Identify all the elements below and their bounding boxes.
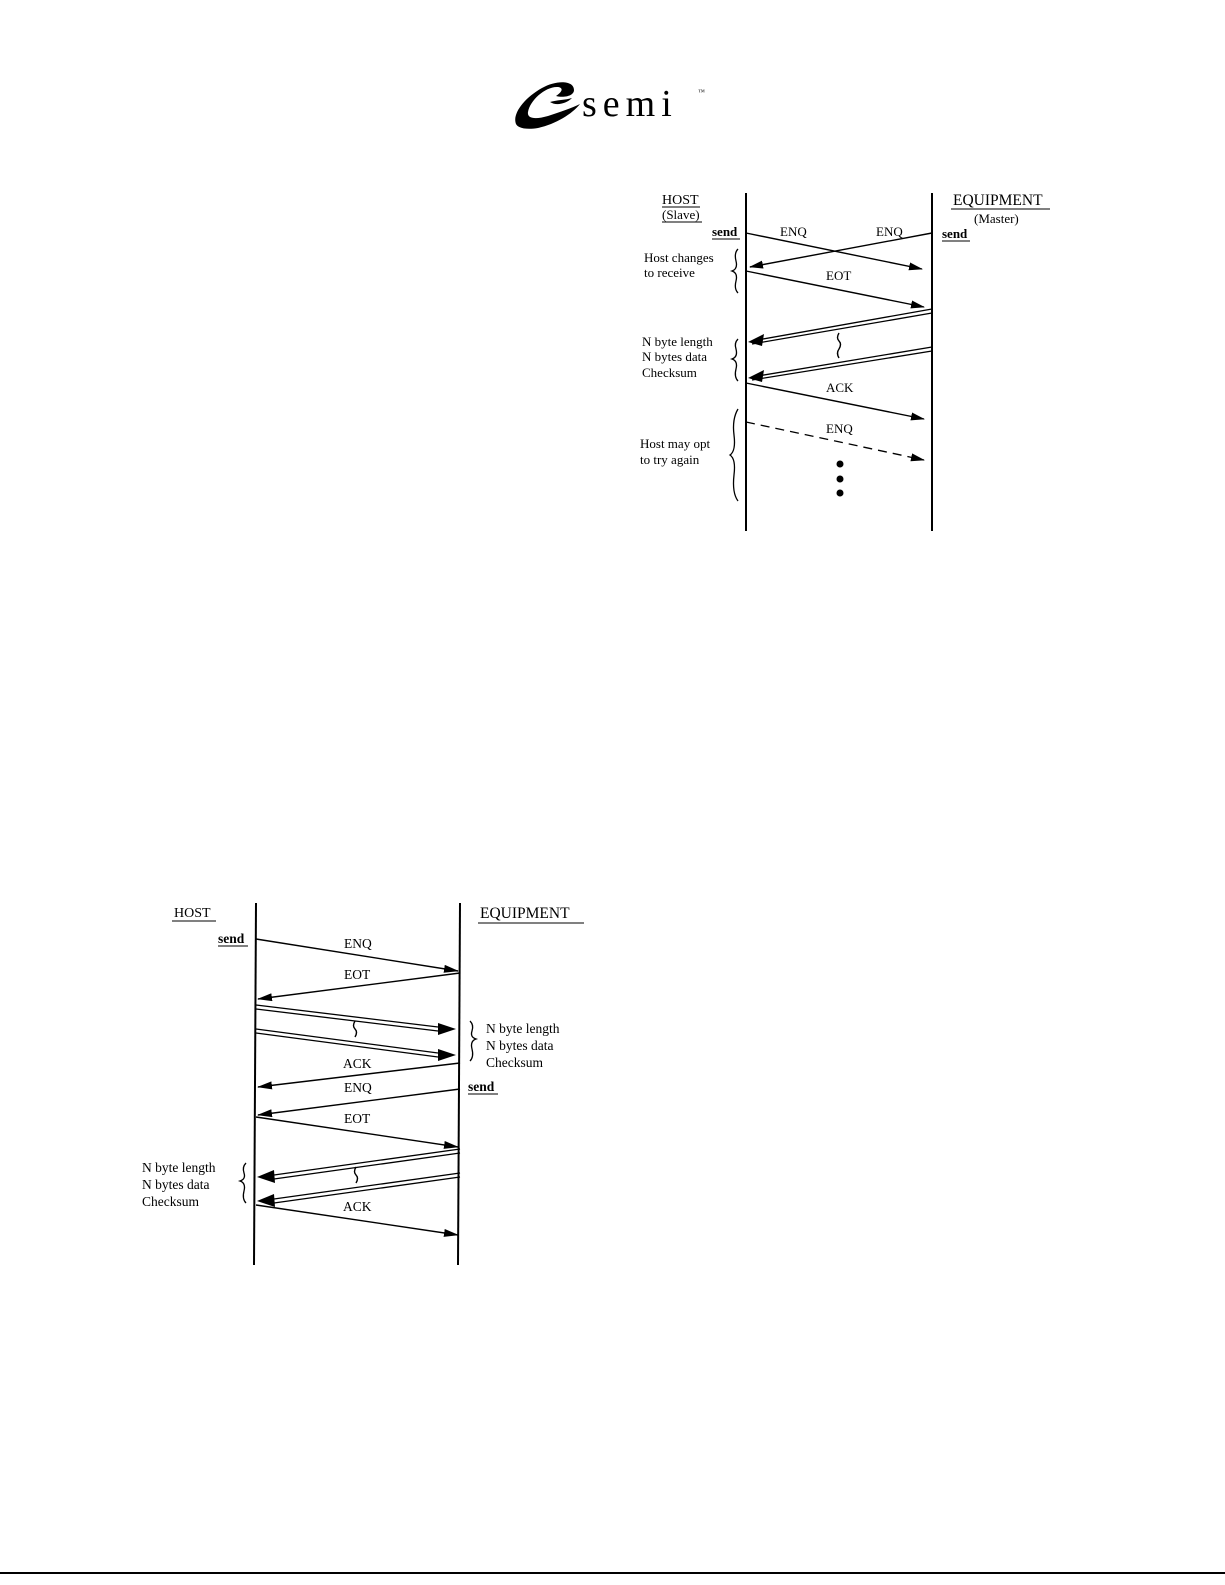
equipment-label: EQUIPMENT (480, 905, 570, 922)
block-continuation-squiggle-1 (354, 1021, 357, 1037)
note-retry-line2: to try again (640, 452, 700, 467)
ack-label: ACK (826, 380, 854, 395)
host-send-label: send (712, 224, 738, 239)
enq-label-2: ENQ (344, 1080, 372, 1095)
semi-logo-text: semi (582, 83, 678, 125)
host-label: HOST (174, 906, 211, 921)
enq-label-1: ENQ (780, 224, 807, 239)
brace-block-right (470, 1021, 476, 1061)
note-block-line1: N byte length (642, 334, 713, 349)
host-send-label: send (218, 931, 245, 946)
enq-arrow-equipment-to-host (750, 233, 932, 267)
note-block-line2: N bytes data (642, 349, 707, 364)
equipment-send-label: send (942, 226, 968, 241)
note-block-right-line2: N bytes data (486, 1038, 553, 1053)
enq-label-2: ENQ (876, 224, 903, 239)
trademark-mark: ™ (698, 88, 705, 96)
eot-label-1: EOT (344, 967, 371, 982)
brace-retry (730, 409, 738, 501)
note-host-changes-line2: to receive (644, 265, 695, 280)
eot-label: EOT (826, 268, 851, 283)
note-block-right-line3: Checksum (486, 1055, 543, 1070)
continuation-dots (837, 461, 844, 497)
eot-label-2: EOT (344, 1111, 371, 1126)
footer-rule (0, 1572, 1225, 1574)
host-lifeline (254, 903, 256, 1265)
block-continuation-squiggle (838, 333, 841, 358)
ack-label-1: ACK (343, 1056, 372, 1071)
equipment-label: EQUIPMENT (953, 192, 1043, 209)
enq-label-1: ENQ (344, 936, 372, 951)
brace-block (732, 339, 738, 381)
note-block-left-line3: Checksum (142, 1194, 199, 1209)
ack-label-2: ACK (343, 1199, 372, 1214)
note-block-line3: Checksum (642, 365, 697, 380)
note-block-right-line1: N byte length (486, 1021, 560, 1036)
note-block-left-line1: N byte length (142, 1160, 216, 1175)
equipment-send-label: send (468, 1079, 495, 1094)
semi-logo: semi ™ (512, 74, 712, 130)
brace-block-left (240, 1163, 246, 1203)
note-host-changes-line1: Host changes (644, 250, 714, 265)
block-exchange-sequence-diagram: HOST EQUIPMENT send ENQ EOT N byte lengt… (138, 897, 588, 1269)
equipment-role-label: (Master) (974, 211, 1019, 226)
retry-enq-label: ENQ (826, 421, 853, 436)
contention-sequence-diagram: HOST (Slave) EQUIPMENT (Master) send sen… (640, 185, 1060, 535)
note-retry-line1: Host may opt (640, 436, 710, 451)
brace-host-changes (732, 249, 738, 293)
host-role-label: (Slave) (662, 207, 700, 222)
note-block-left-line2: N bytes data (142, 1177, 209, 1192)
block-continuation-squiggle-2 (355, 1167, 358, 1183)
host-label: HOST (662, 193, 699, 208)
equipment-lifeline (458, 903, 460, 1265)
semi-logo-mark (515, 82, 580, 129)
